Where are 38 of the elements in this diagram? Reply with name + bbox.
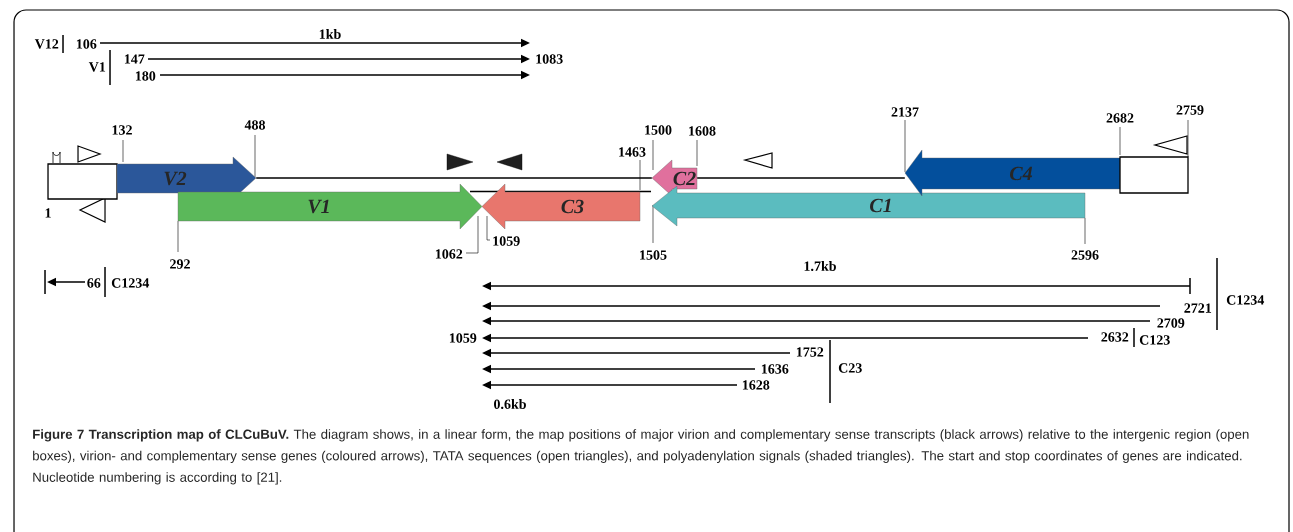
coordinate-label: 2632 <box>1101 332 1129 342</box>
coordinate-label: 1 <box>45 208 51 218</box>
size-label: 1kb <box>319 29 341 39</box>
transcript-label: C123 <box>1139 335 1170 345</box>
coordinate-label: 1752 <box>796 347 824 357</box>
coordinate-label: 106 <box>76 39 97 49</box>
coordinate-label: 2709 <box>1157 318 1185 328</box>
coordinate-label: 2596 <box>1071 250 1099 260</box>
coordinate-label: 1059 <box>449 333 477 343</box>
genome-line <box>255 177 653 179</box>
coordinate-label: 1463 <box>619 147 646 157</box>
coordinate-label: 2137 <box>891 107 919 117</box>
coordinate-label: 2759 <box>1176 105 1204 115</box>
transcript-label: C1234 <box>111 278 150 288</box>
coordinate-label: 147 <box>124 54 145 64</box>
coordinate-label: 1059 <box>493 236 520 246</box>
coordinate-label: 66 <box>87 278 101 288</box>
transcript-label: V1 <box>88 62 106 72</box>
transcript-label: C23 <box>838 363 862 373</box>
coordinate-label: 2721 <box>1184 303 1212 313</box>
coordinate-label: 180 <box>135 71 156 81</box>
coordinate-label: 1500 <box>645 125 672 135</box>
genome-line <box>696 177 906 179</box>
figure-caption: Figure 7 Transcription map of CLCuBuV. The diagram shows, in a linear form, the map positions of major virion and complementary sense transcripts (black arrows) relative to the intergenic region (open boxes), virion- and complementary sense genes (coloured arrows), TATA sequences (open triangles), and polyadenylation signals (shaded triangles). The start and stop coordinates of genes are indicated. Nucleotide numbering is according to [21]. <box>33 429 1249 485</box>
size-label: 1.7kb <box>804 261 836 271</box>
coordinate-label: 132 <box>112 125 132 135</box>
transcript-label: C1234 <box>1226 295 1265 305</box>
transcript-label: V12 <box>34 39 59 49</box>
coordinate-label: 292 <box>170 259 190 269</box>
coordinate-label: 488 <box>244 120 266 130</box>
coordinate-label: 1062 <box>435 249 463 259</box>
coordinate-label: 1505 <box>640 250 667 260</box>
coordinate-label: 2682 <box>1106 113 1134 123</box>
coordinate-label: 1628 <box>742 380 770 390</box>
coordinate-label: 1608 <box>689 126 716 136</box>
size-label: 0.6kb <box>494 399 526 409</box>
coordinate-label: 1636 <box>761 364 789 374</box>
coordinate-label: 1083 <box>536 54 563 64</box>
